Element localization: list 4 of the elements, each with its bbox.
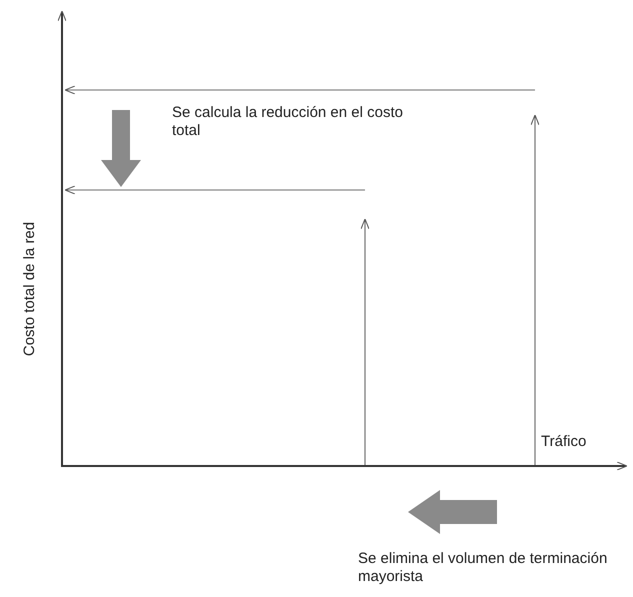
annotation-text: Se calcula la reducción en el costo total xyxy=(172,104,404,140)
axis-label: Tráfico xyxy=(541,433,588,451)
annotation-text: Se elimina el volumen de terminación mayorista xyxy=(358,550,608,586)
axis-label: Costo total de la red xyxy=(21,220,39,358)
